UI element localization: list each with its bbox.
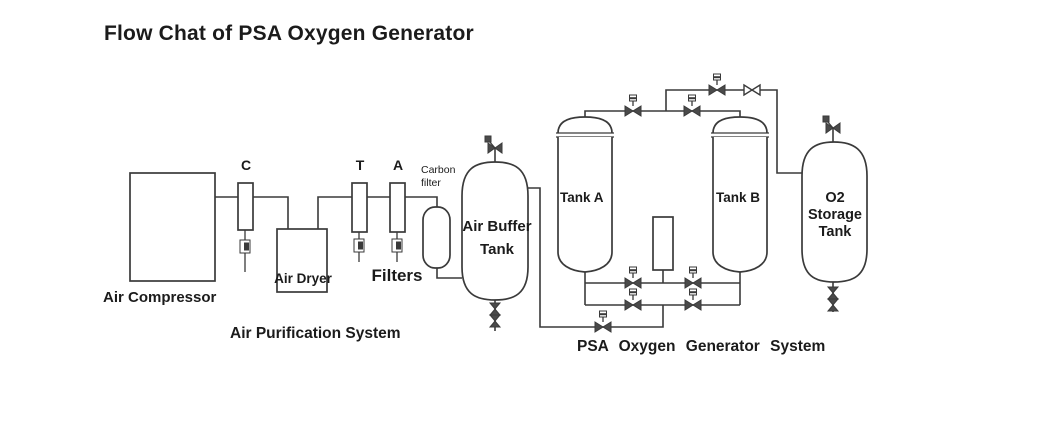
filters-label: Filters <box>371 266 423 285</box>
air-compressor-vessel <box>129 172 216 282</box>
filter-c-drain-icon <box>239 239 251 254</box>
filter-a-vessel <box>389 182 406 233</box>
air-purification-system-label: Air Purification System <box>230 325 401 342</box>
filter-a-drain-icon <box>391 238 403 253</box>
feed-valve-b-icon <box>684 288 702 311</box>
o2-storage-tank-vessel <box>801 141 868 283</box>
psa-oxygen-generator-system-label: PSA Oxygen Generator System <box>577 338 826 355</box>
filter-t-drain-icon <box>353 238 365 253</box>
valves <box>239 73 841 333</box>
feed-valve-a-icon <box>624 288 642 311</box>
inlet-valve-icon <box>594 310 612 333</box>
tank-a-top-valve-icon <box>624 94 642 117</box>
o2-relief-valve-icon <box>822 115 841 134</box>
tank-b-top-valve-icon <box>683 94 701 117</box>
tank-a-vessel <box>556 116 614 273</box>
carbon-filter-vessel <box>422 206 451 269</box>
product-valve-icon <box>708 73 726 96</box>
page-title: Flow Chat of PSA Oxygen Generator <box>104 22 474 45</box>
air-dryer-label: Air Dryer <box>274 271 332 286</box>
exhaust-valve-b-icon <box>684 266 702 289</box>
air-buffer-tank-label-line2: Tank <box>480 241 514 258</box>
o2-storage-tank-label-line3: Tank <box>818 224 852 240</box>
air-buffer-tank-vessel <box>461 161 529 301</box>
filter-t-label: T <box>355 157 365 173</box>
o2-storage-tank-label-line2: Storage <box>808 207 862 223</box>
air-buffer-tank-label-line1: Air Buffer <box>462 218 532 235</box>
buffer-drain-valve-icon <box>488 302 502 328</box>
o2-storage-tank-label-line1: O2 <box>825 190 845 206</box>
check-valve-icon <box>743 83 761 97</box>
tank-b-vessel <box>711 116 769 273</box>
o2-drain-valve-icon <box>826 286 840 312</box>
tank-a-label: Tank A <box>560 190 604 205</box>
muffler-vessel <box>652 216 674 271</box>
filter-c-vessel <box>237 182 254 231</box>
filter-c-label: C <box>240 157 252 173</box>
filter-a-label: A <box>392 157 404 173</box>
carbon-filter-label-line2: filter <box>421 177 441 189</box>
carbon-filter-label-line1: Carbon <box>421 164 456 176</box>
filter-t-vessel <box>351 182 368 233</box>
air-dryer-vessel <box>276 228 328 293</box>
air-compressor-label: Air Compressor <box>103 289 217 306</box>
buffer-relief-valve-icon <box>484 135 503 154</box>
exhaust-valve-a-icon <box>624 266 642 289</box>
tank-b-label: Tank B <box>716 190 761 205</box>
